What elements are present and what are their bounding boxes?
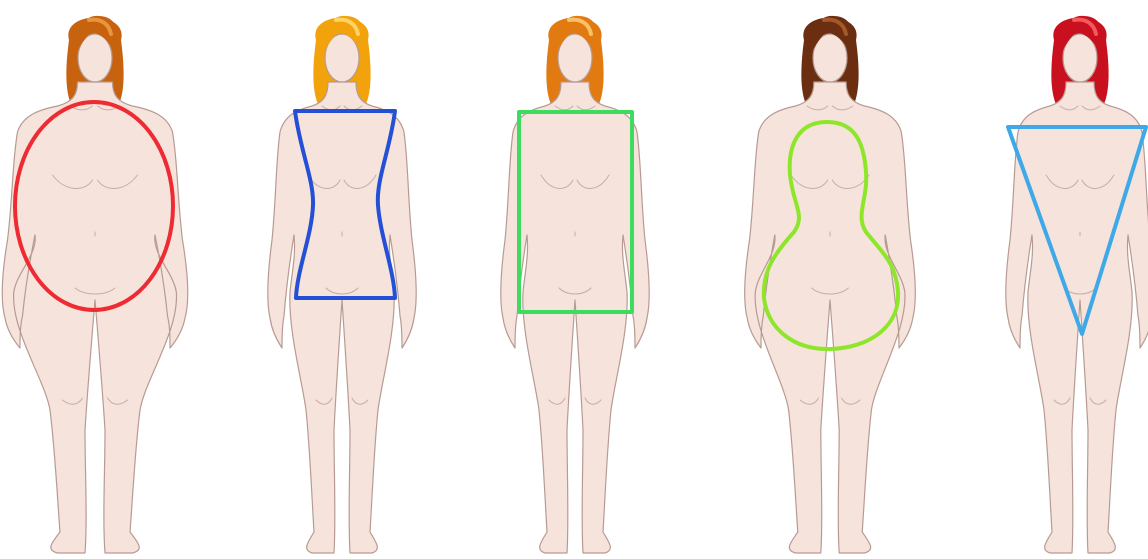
figure-inverted-triangle xyxy=(1006,16,1148,553)
figure-apple xyxy=(2,16,187,553)
figure-pear xyxy=(745,16,916,553)
body-silhouette xyxy=(268,82,416,553)
body-silhouette xyxy=(501,82,649,553)
figure-hourglass xyxy=(268,16,416,553)
figure-rectangle xyxy=(501,16,649,553)
